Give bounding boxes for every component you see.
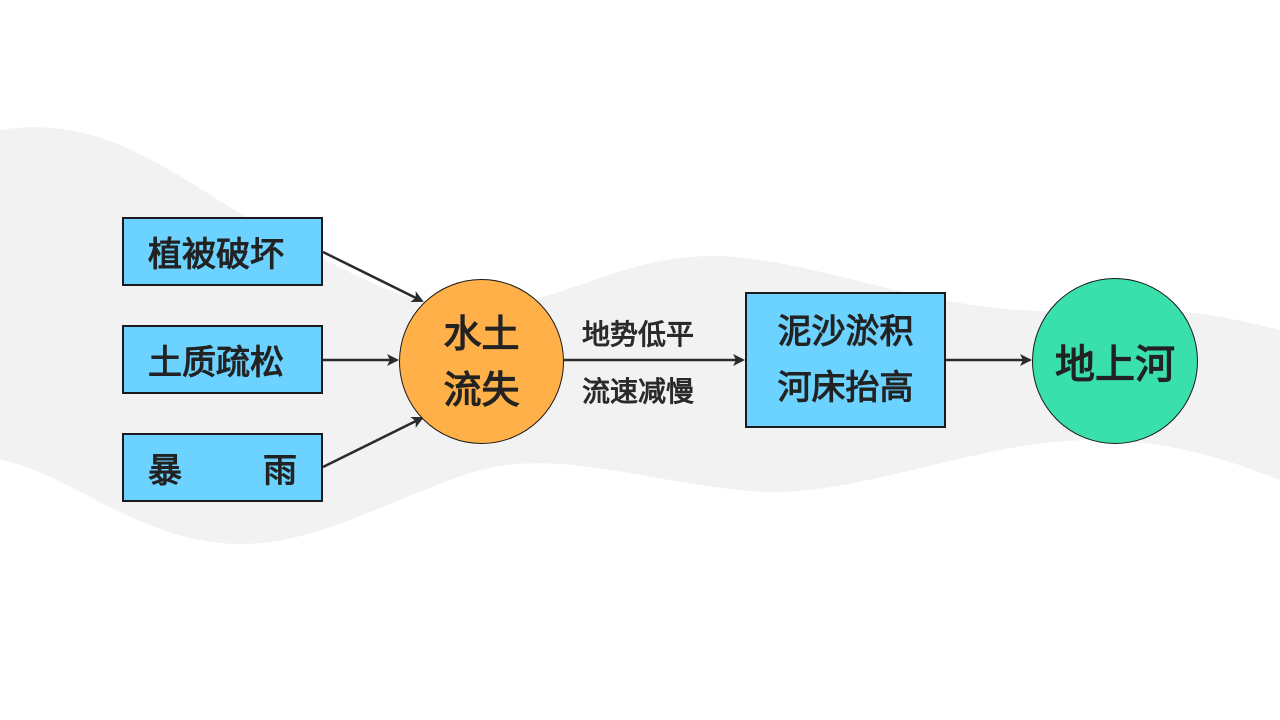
process-label-line2: 河床抬高 [777,368,914,408]
arrow-cause-0-to-erosion [322,250,424,303]
cause-box-rainstorm: 暴 雨 [122,433,323,502]
cause-label: 土质疏松 [148,343,284,383]
condition-label: 流速减慢 [582,375,695,408]
cause-label: 植被破坏 [148,235,284,275]
cause-box-soil: 土质疏松 [122,325,323,394]
erosion-label-line1: 水土 [443,311,520,356]
result-label: 地上河 [1055,342,1175,388]
erosion-label-line2: 流失 [443,367,520,412]
cause-label-char: 暴 [148,451,182,491]
process-label-line1: 泥沙淤积 [777,312,914,352]
condition-label: 地势低平 [582,318,695,351]
cause-label-char: 雨 [263,451,297,491]
process-box: 泥沙淤积 河床抬高 [745,292,946,428]
erosion-circle: 水土 流失 [399,279,564,444]
result-circle: 地上河 [1032,278,1198,444]
arrow-cause-2-to-erosion [322,416,424,469]
cause-box-vegetation: 植被破坏 [122,217,323,286]
